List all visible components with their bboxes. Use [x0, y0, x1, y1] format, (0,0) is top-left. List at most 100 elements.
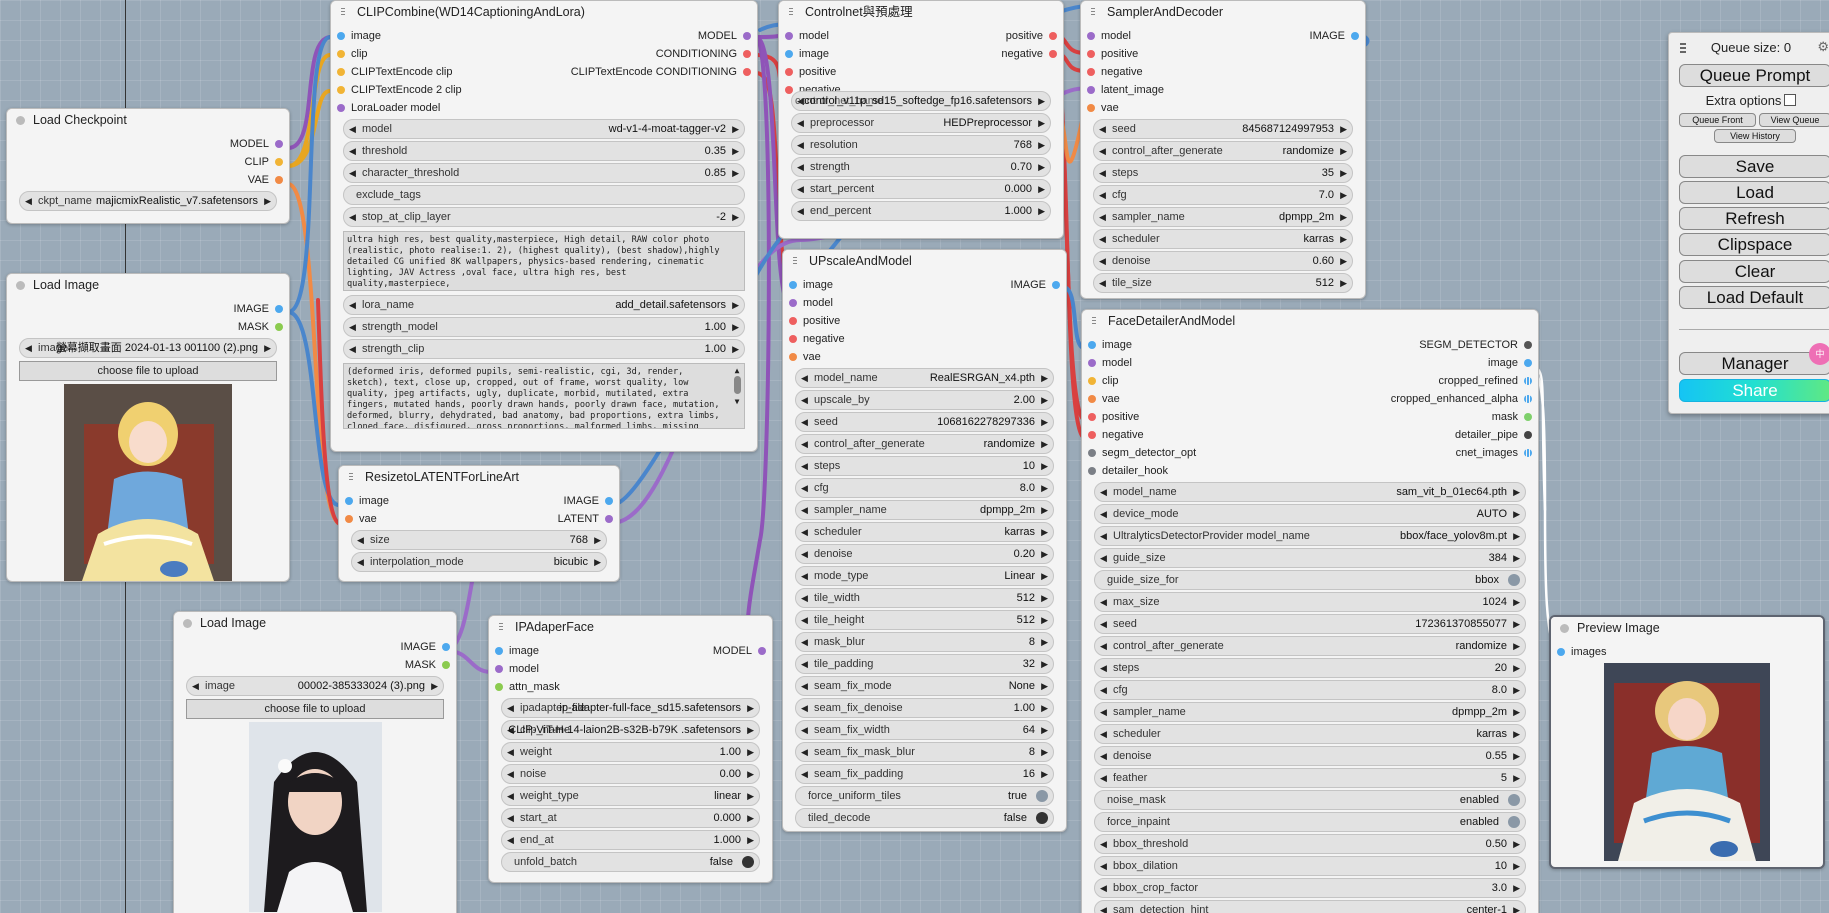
input-dot[interactable]: [1088, 431, 1096, 439]
output-dot[interactable]: [758, 647, 766, 655]
arrow-right-icon[interactable]: ▶: [1041, 769, 1048, 779]
input-dot[interactable]: [789, 299, 797, 307]
load-button[interactable]: Load: [1679, 181, 1829, 204]
arrow-left-icon[interactable]: ◀: [507, 769, 514, 779]
arrow-right-icon[interactable]: ▶: [1513, 861, 1520, 871]
arrow-left-icon[interactable]: ◀: [1099, 190, 1106, 200]
arrow-right-icon[interactable]: ▶: [1340, 124, 1347, 134]
arrow-right-icon[interactable]: ▶: [732, 146, 739, 156]
output-dot[interactable]: [1524, 395, 1532, 403]
arrow-left-icon[interactable]: ◀: [1100, 861, 1107, 871]
arrow-right-icon[interactable]: ▶: [1038, 118, 1045, 128]
arrow-right-icon[interactable]: ▶: [1041, 549, 1048, 559]
input-negative[interactable]: negative: [1081, 63, 1365, 81]
arrow-right-icon[interactable]: ▶: [1340, 256, 1347, 266]
share-button[interactable]: Share: [1679, 379, 1829, 402]
output-dot[interactable]: [743, 50, 751, 58]
arrow-right-icon[interactable]: ▶: [1513, 509, 1520, 519]
arrow-left-icon[interactable]: ◀: [1099, 146, 1106, 156]
input-dot[interactable]: [337, 68, 345, 76]
input-dot[interactable]: [1088, 341, 1096, 349]
arrow-right-icon[interactable]: ▶: [732, 124, 739, 134]
arrow-right-icon[interactable]: ▶: [1513, 487, 1520, 497]
choose-file-button[interactable]: choose file to upload: [186, 699, 444, 719]
output-dot[interactable]: [1524, 377, 1532, 385]
output-dot[interactable]: [1524, 413, 1532, 421]
arrow-right-icon[interactable]: ▶: [1041, 373, 1048, 383]
arrow-right-icon[interactable]: ▶: [1340, 212, 1347, 222]
node-preview-image[interactable]: Preview Image images: [1549, 615, 1825, 869]
arrow-left-icon[interactable]: ◀: [507, 835, 514, 845]
arrow-right-icon[interactable]: ▶: [1513, 641, 1520, 651]
arrow-right-icon[interactable]: ▶: [1513, 663, 1520, 673]
arrow-left-icon[interactable]: ◀: [1100, 487, 1107, 497]
load-default-button[interactable]: Load Default: [1679, 286, 1829, 309]
arrow-left-icon[interactable]: ◀: [801, 659, 808, 669]
input-dot[interactable]: [1088, 467, 1096, 475]
arrow-left-icon[interactable]: ◀: [797, 206, 804, 216]
output-dot[interactable]: [1049, 50, 1057, 58]
arrow-right-icon[interactable]: ▶: [1038, 96, 1045, 106]
node-title[interactable]: UPscaleAndModel: [783, 250, 1066, 272]
input-images[interactable]: images: [1551, 643, 1823, 661]
arrow-right-icon[interactable]: ▶: [431, 681, 438, 691]
view-queue-button[interactable]: View Queue: [1759, 113, 1829, 127]
arrow-left-icon[interactable]: ◀: [801, 395, 808, 405]
input-dot[interactable]: [789, 281, 797, 289]
arrow-right-icon[interactable]: ▶: [1041, 395, 1048, 405]
scrollbar[interactable]: ▲▼: [733, 366, 741, 406]
output-dot[interactable]: [1524, 359, 1532, 367]
arrow-right-icon[interactable]: ▶: [1041, 615, 1048, 625]
input-dot[interactable]: [345, 515, 353, 523]
arrow-left-icon[interactable]: ◀: [801, 461, 808, 471]
input-dot[interactable]: [789, 335, 797, 343]
output-vae[interactable]: VAE: [7, 171, 289, 189]
arrow-right-icon[interactable]: ▶: [732, 344, 739, 354]
output-clip[interactable]: CLIP: [7, 153, 289, 171]
arrow-left-icon[interactable]: ◀: [1099, 168, 1106, 178]
arrow-left-icon[interactable]: ◀: [1100, 839, 1107, 849]
arrow-right-icon[interactable]: ▶: [1513, 597, 1520, 607]
input-model[interactable]: model: [783, 294, 1066, 312]
positive-prompt-textarea[interactable]: ultra high res, best quality,masterpiece…: [343, 231, 745, 291]
output-dot-clip[interactable]: [275, 158, 283, 166]
input-dot[interactable]: [789, 317, 797, 325]
node-title[interactable]: IPAdaperFace: [489, 616, 772, 638]
output-mask[interactable]: MASK: [174, 656, 456, 674]
arrow-right-icon[interactable]: ▶: [732, 300, 739, 310]
arrow-left-icon[interactable]: ◀: [349, 168, 356, 178]
output-dot[interactable]: [605, 497, 613, 505]
arrow-right-icon[interactable]: ▶: [1041, 681, 1048, 691]
output-dot[interactable]: [743, 32, 751, 40]
output-dot[interactable]: [1524, 449, 1532, 457]
